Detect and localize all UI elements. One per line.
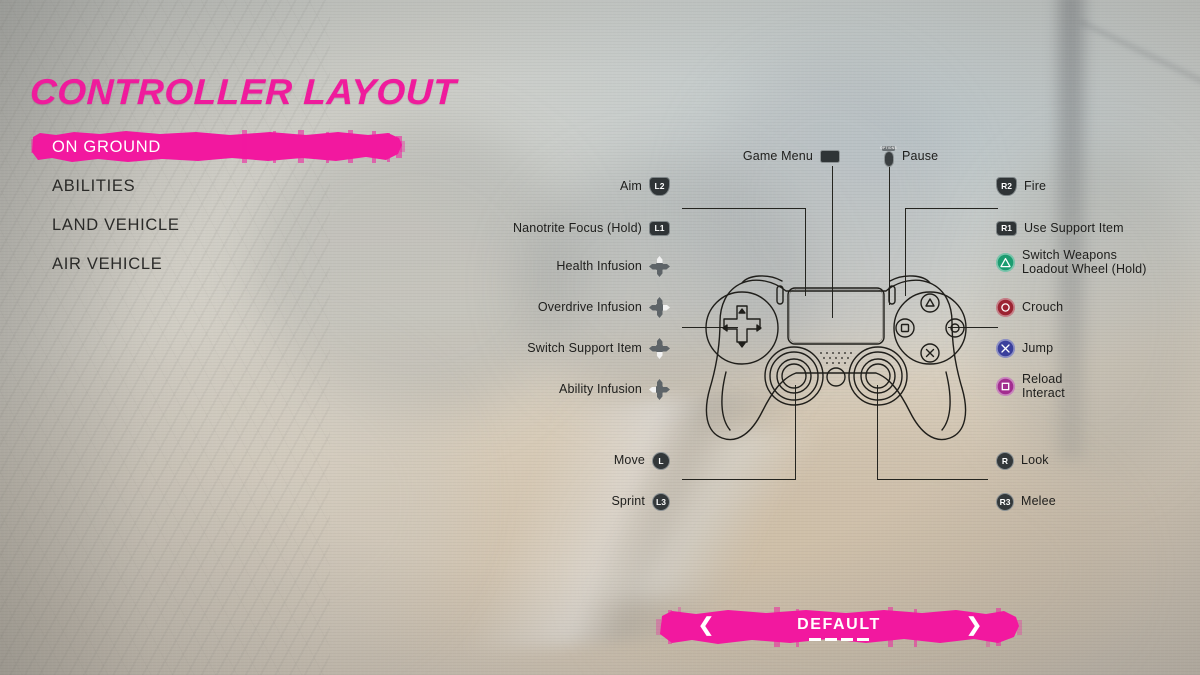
background-blur-shape xyxy=(700,60,960,360)
preset-underline xyxy=(809,638,869,641)
selector-brush-background xyxy=(656,607,1022,647)
sidebar-item-abilities[interactable]: ABILITIES xyxy=(0,167,430,206)
previous-preset-arrow[interactable]: ❮ xyxy=(698,615,714,636)
background-weapon-blur xyxy=(520,430,880,600)
page-title: CONTROLLER LAYOUT xyxy=(29,71,457,112)
sidebar-item-on-ground[interactable]: ON GROUND xyxy=(0,128,430,167)
preset-label: DEFAULT xyxy=(797,616,881,633)
preset-selector[interactable]: ❮ DEFAULT ❯ xyxy=(656,607,1022,647)
sidebar-item-label: ON GROUND xyxy=(52,138,161,156)
sidebar-item-label: AIR VEHICLE xyxy=(52,255,163,273)
background-blur-shape xyxy=(250,120,580,420)
sidebar-item-land-vehicle[interactable]: LAND VEHICLE xyxy=(0,206,430,245)
next-preset-arrow[interactable]: ❯ xyxy=(966,615,982,636)
background-pole xyxy=(1058,0,1084,460)
background-concrete-wall xyxy=(0,0,330,675)
category-sidebar: ON GROUND ABILITIES LAND VEHICLE AIR VEH… xyxy=(0,128,430,284)
sidebar-item-label: LAND VEHICLE xyxy=(52,216,180,234)
sidebar-item-air-vehicle[interactable]: AIR VEHICLE xyxy=(0,245,430,284)
sidebar-item-label: ABILITIES xyxy=(52,177,136,195)
active-highlight-brush xyxy=(31,130,405,163)
background-blur-shape xyxy=(980,150,1200,480)
